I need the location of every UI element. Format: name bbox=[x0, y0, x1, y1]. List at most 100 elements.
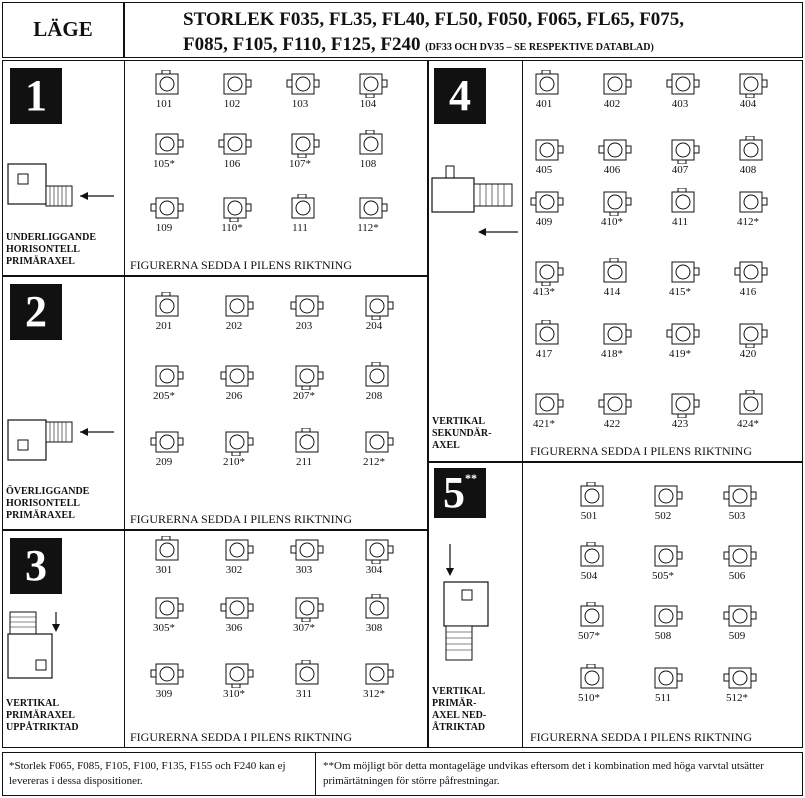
figure-code: 308 bbox=[365, 622, 383, 634]
footer-note-1: *Storlek F065, F085, F105, F100, F135, F… bbox=[9, 760, 286, 787]
figure-code: 205* bbox=[153, 390, 175, 402]
panel-2-caption: FIGURERNA SEDDA I PILENS RIKTNING bbox=[130, 512, 353, 526]
gearbox-figure-icon bbox=[723, 605, 757, 627]
gearbox-figure-icon bbox=[654, 667, 683, 689]
gearbox-figure-icon bbox=[155, 536, 179, 561]
figure-code: 420 bbox=[739, 348, 757, 360]
figure-code: 110* bbox=[221, 222, 243, 234]
figure-code: 417 bbox=[535, 348, 553, 360]
gearbox-figure-icon bbox=[654, 485, 683, 507]
gearbox-figure-icon bbox=[150, 431, 184, 453]
gearbox-figure-icon bbox=[155, 365, 184, 387]
gearbox-figure-icon bbox=[150, 197, 184, 219]
gearbox-figure-icon bbox=[530, 191, 564, 213]
figure-code: 211 bbox=[295, 456, 313, 468]
gearbox-figure-icon bbox=[598, 393, 632, 415]
figure-code: 305* bbox=[153, 622, 175, 634]
gearbox-figure-icon bbox=[654, 605, 683, 627]
gearbox-figure-icon bbox=[365, 362, 389, 387]
gearbox-figure-icon bbox=[734, 261, 768, 283]
figure-code: 411 bbox=[671, 216, 689, 228]
gearbox-figure-icon bbox=[580, 602, 604, 627]
gearbox-figure-icon bbox=[295, 597, 324, 622]
gearbox-figure-icon bbox=[603, 191, 632, 216]
panel-4-frame bbox=[428, 60, 803, 462]
gearbox-figure-icon bbox=[535, 70, 559, 95]
gearbox-figure-icon bbox=[291, 133, 320, 158]
size-list-line1: STORLEK F035, FL35, FL40, FL50, F050, F0… bbox=[183, 9, 685, 30]
figure-code: 207* bbox=[293, 390, 315, 402]
gearbox-figure-icon bbox=[295, 660, 319, 685]
figure-code: 508 bbox=[654, 630, 672, 642]
panel-1-title: UNDERLIGGANDE HORISONTELL PRIMÄRAXEL bbox=[6, 232, 97, 267]
gearbox-figure-icon bbox=[598, 139, 632, 161]
figure-code: 302 bbox=[225, 564, 243, 576]
gearbox-figure-icon bbox=[535, 393, 564, 415]
right-column-divider bbox=[522, 60, 523, 748]
figure-code: 208 bbox=[365, 390, 383, 402]
gearbox-figure-icon bbox=[739, 136, 763, 161]
panel-2-frame bbox=[2, 276, 428, 530]
gearbox-figure-icon bbox=[671, 261, 700, 283]
gearbox-figure-icon bbox=[580, 542, 604, 567]
figure-code: 415* bbox=[669, 286, 691, 298]
figure-code: 202 bbox=[225, 320, 243, 332]
panel-4-number: 4 bbox=[434, 68, 486, 124]
figure-code: 108 bbox=[359, 158, 377, 170]
figure-code: 424* bbox=[737, 418, 759, 430]
panel-4-motor-drawing bbox=[431, 165, 518, 236]
gearbox-figure-icon bbox=[359, 197, 388, 219]
gearbox-figure-icon bbox=[218, 133, 252, 155]
gearbox-figure-icon bbox=[365, 663, 394, 685]
gearbox-figure-icon bbox=[295, 428, 319, 453]
gearbox-figure-icon bbox=[671, 393, 700, 418]
gearbox-figure-icon bbox=[150, 663, 184, 685]
panel-3-number: 3 bbox=[10, 538, 62, 594]
figure-code: 422 bbox=[603, 418, 621, 430]
gearbox-figure-icon bbox=[220, 365, 254, 387]
figure-code: 506 bbox=[728, 570, 746, 582]
figure-code: 503 bbox=[728, 510, 746, 522]
figure-code: 410* bbox=[601, 216, 623, 228]
figure-code: 407 bbox=[671, 164, 689, 176]
gearbox-figure-icon bbox=[603, 323, 632, 345]
panel-2-number: 2 bbox=[10, 284, 62, 340]
figure-code: 106 bbox=[223, 158, 241, 170]
panel-2-title: ÖVERLIGGANDE HORISONTELL PRIMÄRAXEL bbox=[6, 486, 90, 521]
panel-5-motor-drawing bbox=[443, 544, 489, 661]
gearbox-figure-icon bbox=[739, 191, 768, 213]
gearbox-figure-icon bbox=[365, 539, 394, 564]
gearbox-figure-icon bbox=[220, 597, 254, 619]
panel-2-motor-drawing bbox=[7, 419, 114, 461]
gearbox-figure-icon bbox=[290, 539, 324, 561]
panel-3-motor-drawing bbox=[7, 611, 60, 679]
gearbox-figure-icon bbox=[739, 323, 768, 348]
gearbox-figure-icon bbox=[666, 73, 700, 95]
size-list-line2: F085, F105, F110, F125, F240 (DF33 OCH D… bbox=[183, 34, 654, 55]
gearbox-figure-icon bbox=[723, 545, 757, 567]
figure-code: 301 bbox=[155, 564, 173, 576]
figure-code: 509 bbox=[728, 630, 746, 642]
figure-code: 507* bbox=[578, 630, 600, 642]
figure-code: 406 bbox=[603, 164, 621, 176]
gearbox-figure-icon bbox=[739, 73, 768, 98]
figure-code: 504 bbox=[580, 570, 598, 582]
figure-code: 421* bbox=[533, 418, 555, 430]
gearbox-figure-icon bbox=[654, 545, 683, 567]
figure-code: 307* bbox=[293, 622, 315, 634]
figure-code: 402 bbox=[603, 98, 621, 110]
panel-4-caption: FIGURERNA SEDDA I PILENS RIKTNING bbox=[530, 444, 753, 458]
figure-code: 304 bbox=[365, 564, 383, 576]
gearbox-figure-icon bbox=[225, 431, 254, 456]
figure-code: 306 bbox=[225, 622, 243, 634]
figure-code: 209 bbox=[155, 456, 173, 468]
figure-code: 107* bbox=[289, 158, 311, 170]
gearbox-figure-icon bbox=[295, 365, 324, 390]
figure-code: 502 bbox=[654, 510, 672, 522]
figure-code: 510* bbox=[578, 692, 600, 704]
gearbox-figure-icon bbox=[359, 130, 383, 155]
panel-3-title: VERTIKAL PRIMÄRAXEL UPPÅTRIKTAD bbox=[6, 698, 79, 733]
size-note: (DF33 OCH DV35 – SE RESPEKTIVE DATABLAD) bbox=[425, 42, 654, 53]
gearbox-figure-icon bbox=[535, 320, 559, 345]
gearbox-figure-icon bbox=[225, 295, 254, 317]
